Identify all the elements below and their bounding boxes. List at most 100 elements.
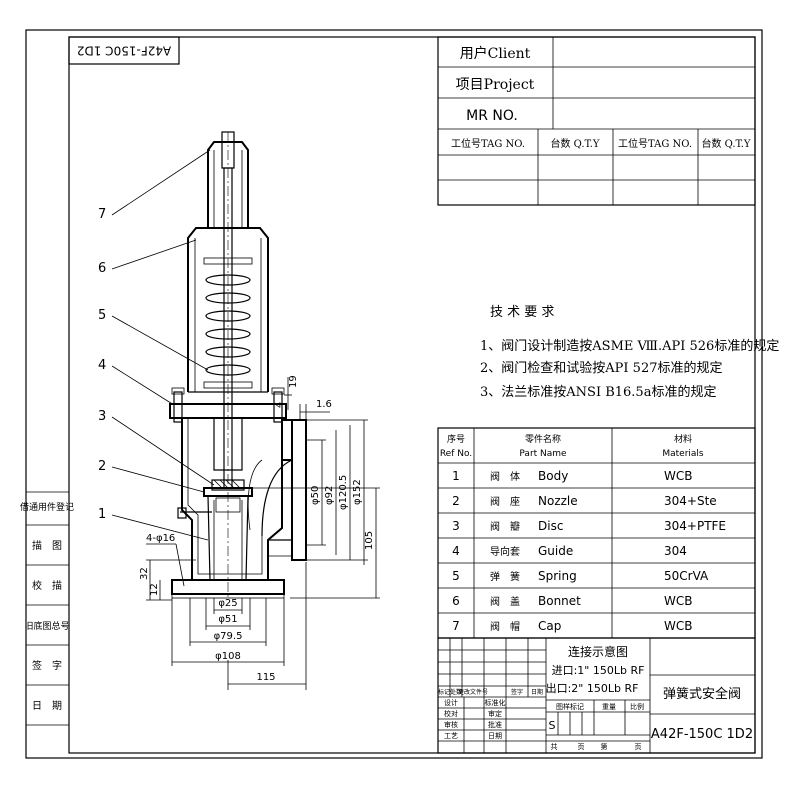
callout-6: 6 <box>98 261 106 276</box>
bonnet-part <box>187 227 269 392</box>
dim-phi108: φ108 <box>215 651 241 662</box>
part-row-material: 304+Ste <box>664 494 717 508</box>
dim-phi92: φ92 <box>324 486 335 505</box>
pt-mat-en: Materials <box>662 449 704 459</box>
part-row-name-en: Body <box>538 469 568 483</box>
part-row-material: 304+PTFE <box>664 519 726 533</box>
part-row-name-en: Guide <box>538 544 573 558</box>
left-side-labels: 借通用件登记 描 图 校 描 旧底图总号 签 字 日 期 <box>20 491 74 726</box>
part-row-number: 1 <box>452 469 460 483</box>
callout-1: 1 <box>98 507 106 522</box>
part-row-material: 304 <box>664 544 687 558</box>
svg-text:共: 共 <box>551 742 558 751</box>
part-row-name-cn: 阀 帽 <box>490 620 520 633</box>
part-row-name-en: Nozzle <box>538 494 578 508</box>
project-label: 项目Project <box>456 77 535 93</box>
svg-text:更改文件号: 更改文件号 <box>458 688 488 696</box>
rotated-code-box <box>68 36 180 65</box>
part-row-name-cn: 导向套 <box>490 545 520 558</box>
valve-cross-section: 7 6 5 4 3 2 1 <box>98 131 380 690</box>
stage-mark: S <box>549 719 556 732</box>
guide-part <box>213 418 243 471</box>
mr-label: MR NO. <box>466 108 518 124</box>
dimension-lines <box>146 377 380 690</box>
side-label-old-no: 旧底图总号 <box>24 620 69 632</box>
tech-requirements: 技 术 要 求 1、阀门设计制造按ASME Ⅷ.API 526标准的规定 2、阀… <box>480 305 779 400</box>
dim-phi120-5: φ120.5 <box>338 475 349 510</box>
part-row-number: 2 <box>452 494 460 508</box>
part-row-material: 50CrVA <box>664 569 709 583</box>
svg-text:比例: 比例 <box>630 702 644 711</box>
part-row-number: 7 <box>452 619 460 633</box>
svg-text:日期: 日期 <box>531 688 543 696</box>
side-label-trace: 描 图 <box>32 539 62 552</box>
part-row-material: WCB <box>664 619 692 633</box>
qty-header-2: 台数 Q.T.Y <box>701 137 750 150</box>
part-row-name-en: Spring <box>538 569 577 583</box>
client-label: 用户Client <box>460 45 531 62</box>
pt-name-en: Part Name <box>519 449 567 459</box>
dim-4-phi16: 4-φ16 <box>146 533 175 544</box>
callout-5: 5 <box>98 308 106 323</box>
svg-text:签字: 签字 <box>511 688 523 696</box>
svg-text:第: 第 <box>601 742 608 751</box>
pt-mat-cn: 材料 <box>674 433 692 445</box>
dim-phi152: φ152 <box>352 479 363 505</box>
svg-text:批准: 批准 <box>488 720 502 729</box>
svg-text:设计: 设计 <box>444 698 458 707</box>
dim-32: 32 <box>139 567 150 580</box>
dim-phi51: φ51 <box>218 614 237 625</box>
svg-text:重量: 重量 <box>602 703 616 711</box>
callout-2: 2 <box>98 459 106 474</box>
part-row-name-cn: 阀 体 <box>490 470 520 483</box>
outlet-spec: 出口:2" 150Lb RF <box>546 681 639 695</box>
side-label-sign: 签 字 <box>32 659 62 672</box>
tech-title: 技 术 要 求 <box>490 305 554 320</box>
part-row-number: 6 <box>452 594 460 608</box>
svg-text:审核: 审核 <box>444 720 458 729</box>
part-row-name-en: Disc <box>538 519 563 533</box>
part-row-name-cn: 弹 簧 <box>490 570 520 583</box>
dim-phi79-5: φ79.5 <box>214 631 243 642</box>
tech-item-3: 3、法兰标准按ANSI B16.5a标准的规定 <box>480 384 716 400</box>
dim-115: 115 <box>256 672 275 683</box>
callout-3: 3 <box>98 409 106 424</box>
tag-header-1: 工位号TAG NO. <box>451 137 525 150</box>
tag-header-2: 工位号TAG NO. <box>618 137 692 150</box>
svg-text:标记: 标记 <box>438 688 450 696</box>
connection-title: 连接示意图 <box>568 644 628 659</box>
callout-7: 7 <box>98 207 106 222</box>
part-row-number: 3 <box>452 519 460 533</box>
qty-header-1: 台数 Q.T.Y <box>550 137 599 150</box>
part-row-number: 4 <box>452 544 460 558</box>
dim-19: 19 <box>288 375 299 388</box>
dim-4: 4 <box>274 402 285 408</box>
svg-text:图样标记: 图样标记 <box>556 702 584 711</box>
svg-text:处数: 处数 <box>450 688 462 696</box>
nozzle-disc <box>177 479 253 581</box>
svg-text:页: 页 <box>578 743 585 751</box>
part-row-material: WCB <box>664 594 692 608</box>
svg-text:工艺: 工艺 <box>444 732 458 740</box>
svg-text:页: 页 <box>635 743 642 751</box>
product-name: 弹簧式安全阀 <box>663 686 741 702</box>
part-row-material: WCB <box>664 469 692 483</box>
title-block: 标记 处数 更改文件号 签字 日期 设计 校对 审核 工艺 标准化 审定 批准 … <box>437 637 756 754</box>
part-row-name-en: Cap <box>538 619 561 633</box>
svg-text:日期: 日期 <box>488 732 502 740</box>
dim-105: 105 <box>364 531 375 550</box>
part-row-name-en: Bonnet <box>538 594 581 608</box>
inlet-spec: 进口:1" 150Lb RF <box>552 664 645 677</box>
part-row-number: 5 <box>452 569 460 583</box>
inner-frame <box>68 36 756 754</box>
info-table: 用户Client 项目Project MR NO. 工位号TAG NO. 台数 … <box>437 36 756 206</box>
part-row-name-cn: 阀 盖 <box>490 595 520 608</box>
side-label-check: 校 描 <box>32 579 62 592</box>
dim-phi25: φ25 <box>218 598 237 609</box>
bonnet-flange <box>169 387 287 423</box>
dim-12: 12 <box>149 583 160 596</box>
callout-leaders <box>111 149 215 541</box>
disc-hatching <box>213 479 241 489</box>
tech-item-1: 1、阀门设计制造按ASME Ⅷ.API 526标准的规定 <box>480 338 779 354</box>
